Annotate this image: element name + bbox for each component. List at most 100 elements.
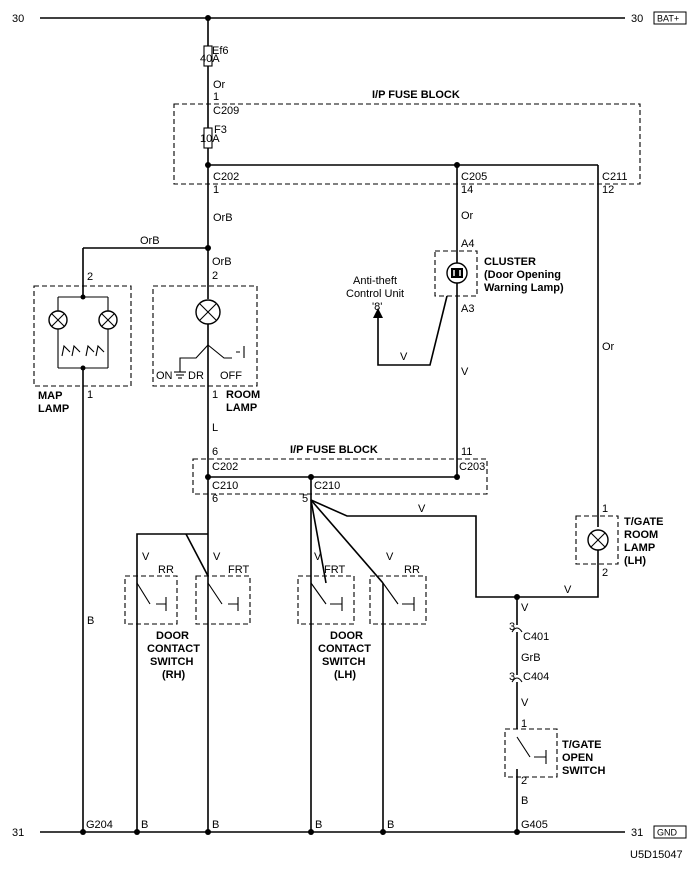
wire-or-main: Or — [213, 79, 226, 91]
c210-right-label: C210 — [314, 480, 340, 492]
room-lamp-box — [152, 285, 258, 387]
g405-junction — [514, 829, 520, 835]
wire-v-frt-rh: V — [213, 551, 221, 563]
tgate-open-box — [504, 728, 558, 778]
c209-label: C209 — [213, 105, 239, 117]
lh-frt-box — [297, 575, 355, 625]
lower-bus-right-junction — [454, 474, 460, 480]
fuse-f3-name: F3 — [214, 124, 227, 136]
wire-orb-1: OrB — [213, 212, 233, 224]
fuse-ef6-name: Ef6 — [212, 45, 229, 57]
c210-rr-wire — [310, 499, 384, 584]
lh-label-4: (LH) — [334, 669, 356, 681]
wire-v-tgate-lamp: V — [564, 584, 572, 596]
wire-or-cluster: Or — [461, 210, 474, 222]
room-switch-on-lead — [179, 344, 209, 372]
c202-lower-pin: 6 — [212, 446, 218, 458]
upper-fuse-block-title: I/P FUSE BLOCK — [372, 89, 460, 101]
map-lamp-node — [80, 294, 86, 300]
g405-label: G405 — [521, 819, 548, 831]
main-feed: Ef6 40A Or 1 C209 F3 10A C202 1 OrB — [200, 18, 598, 251]
c202-lower-label: C202 — [212, 461, 238, 473]
rh-rr-box — [124, 575, 178, 625]
upper-fuse-block: I/P FUSE BLOCK — [173, 89, 641, 185]
lh-rr-ground-junction — [380, 829, 386, 835]
lh-label-3: SWITCH — [322, 656, 365, 668]
cluster: C205 14 Or A4 A3 CLUSTER (Door Opening W… — [346, 165, 564, 477]
rh-frt-box — [195, 575, 251, 625]
c202-upper-pin: 1 — [213, 184, 219, 196]
cluster-warning-lamp — [446, 262, 468, 284]
lower-fuse-block: I/P FUSE BLOCK 6 C202 11 C203 C210 6 C21… — [192, 444, 488, 505]
bat-tag-box — [653, 11, 687, 25]
wire-b-open: B — [521, 795, 528, 807]
wire-v-frt-lh: V — [314, 551, 322, 563]
antitheft-line-2: Control Unit — [346, 288, 404, 300]
door-switch-rh: RR FRT V V DOOR CONTACT SWITCH (RH) — [124, 533, 251, 832]
tgate-open-switch: V 3 C401 GrB 3 C404 V 1 2 B T/GATE OPEN … — [504, 597, 605, 832]
cluster-pin-bottom: A3 — [461, 303, 474, 315]
tgate-feed: C211 12 Or — [597, 165, 627, 527]
figure-id: U5D15047 — [630, 849, 683, 861]
room-switch-on: ON — [156, 370, 173, 382]
c211-label: C211 — [602, 171, 627, 183]
room-switch-off-lead — [207, 344, 240, 359]
ground-b-4: B — [387, 819, 394, 831]
tgate-lamp-pin-bottom: 2 — [602, 567, 608, 579]
lh-label-2: CONTACT — [318, 643, 371, 655]
c205-label: C205 — [461, 171, 487, 183]
rh-rr-label: RR — [158, 564, 174, 576]
map-lamp-pin-top: 2 — [87, 271, 93, 283]
tgate-open-contact — [516, 736, 547, 764]
rh-rr-contact — [136, 582, 167, 611]
c209-pin: 1 — [213, 91, 219, 103]
antitheft-arrow-icon — [373, 308, 383, 318]
room-ground-junction — [205, 829, 211, 835]
g204-label: G204 — [86, 819, 113, 831]
lh-frt-label: FRT — [324, 564, 345, 576]
lh-rr-label: RR — [404, 564, 420, 576]
tgate-lamp-label-3: LAMP — [624, 542, 655, 554]
battery-rail: 30 30 BAT+ — [12, 11, 687, 25]
ground-rail: 31 31 GND G204 B B B B G405 U5D15047 — [12, 819, 687, 861]
map-lamp-switches — [61, 344, 105, 357]
rh-frt-label: FRT — [228, 564, 249, 576]
rh-label-3: SWITCH — [150, 656, 193, 668]
gnd-tag: GND — [657, 828, 678, 838]
c202-upper-label: C202 — [213, 171, 239, 183]
lh-rr-contact — [382, 582, 415, 611]
c205-pin: 14 — [461, 184, 473, 196]
cluster-pin-top: A4 — [461, 238, 474, 250]
tgate-lamp-label-2: ROOM — [624, 529, 658, 541]
wire-orb-2: OrB — [212, 256, 232, 268]
tgate-lamp-pin-top: 1 — [602, 503, 608, 515]
rh-cross-wire — [185, 533, 209, 577]
c203-label: C203 — [459, 461, 485, 473]
wire-v-rr-rh: V — [142, 551, 150, 563]
c404-connector — [511, 677, 523, 683]
wire-v-antitheft: V — [400, 351, 408, 363]
lower-bus-left-junction — [205, 474, 211, 480]
wire-v-c404: V — [521, 697, 529, 709]
lower-fuse-block-box — [192, 458, 488, 495]
rh-label-1: DOOR — [156, 630, 189, 642]
door-switch-lh: FRT RR V V DOOR CONTACT SWITCH (LH) — [297, 551, 427, 832]
g204-junction — [80, 829, 86, 835]
room-lamp-label-1: ROOM — [226, 389, 260, 401]
lh-rr-box — [369, 575, 427, 625]
c210-v-wire — [310, 499, 599, 598]
rail-bottom-left-label: 31 — [12, 827, 24, 839]
c210-branch: V V — [310, 477, 599, 832]
map-lamp-bulb-right — [98, 310, 118, 330]
room-lamp-label-2: LAMP — [226, 402, 257, 414]
wire-v-rr-lh: V — [386, 551, 394, 563]
cluster-subtitle-1: (Door Opening — [484, 269, 561, 281]
gnd-tag-box — [653, 825, 687, 839]
c210-left-label: C210 — [212, 480, 238, 492]
room-lamp-pin-top: 2 — [212, 270, 218, 282]
tgate-open-pin-top: 1 — [521, 718, 527, 730]
c210-right-pin: 5 — [302, 493, 308, 505]
rh-frt-contact — [207, 582, 239, 611]
map-lamp-pin-bottom: 1 — [87, 389, 93, 401]
map-lamp-bulb-left — [48, 310, 68, 330]
